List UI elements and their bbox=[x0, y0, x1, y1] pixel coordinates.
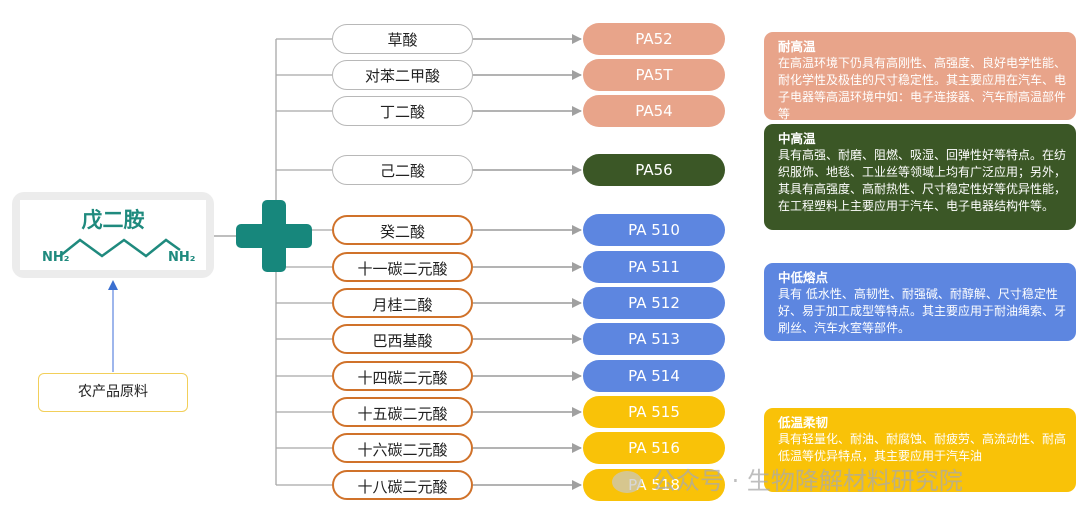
nh2-right-label: NH₂ bbox=[168, 250, 196, 265]
acid-node: 巴西基酸 bbox=[332, 324, 473, 354]
desc-body: 在高温环境下仍具有高刚性、高强度、良好电学性能、耐化学性及极佳的尺寸稳定性。其主… bbox=[778, 56, 1067, 121]
polyamide-node: PA56 bbox=[583, 154, 725, 186]
desc-high-temp: 耐高温 在高温环境下仍具有高刚性、高强度、良好电学性能、耐化学性及极佳的尺寸稳定… bbox=[764, 32, 1076, 121]
watermark: 公众号 · 生物降解材料研究院 bbox=[612, 461, 963, 496]
cadaverine-node-inner: 戊二胺 NH₂ NH₂ bbox=[20, 200, 206, 270]
polyamide-node: PA5T bbox=[583, 59, 725, 91]
acid-node: 草酸 bbox=[332, 24, 473, 54]
desc-low-temp-flexible: 低温柔韧 具有轻量化、耐油、耐腐蚀、耐疲劳、高流动性、耐高低温等优异特点，其主要… bbox=[764, 408, 1076, 492]
polyamide-node: PA 511 bbox=[583, 251, 725, 283]
desc-mid-high-temp: 中高温 具有高强、耐磨、阻燃、吸湿、回弹性好等特点。在纺织服饰、地毯、工业丝等领… bbox=[764, 124, 1076, 230]
desc-title: 中低熔点 bbox=[778, 270, 829, 285]
desc-body: 具有高强、耐磨、阻燃、吸湿、回弹性好等特点。在纺织服饰、地毯、工业丝等领域上均有… bbox=[778, 148, 1067, 213]
polyamide-node: PA54 bbox=[583, 95, 725, 127]
acid-node: 十五碳二元酸 bbox=[332, 397, 473, 427]
desc-title: 耐高温 bbox=[778, 39, 816, 54]
acid-node: 十四碳二元酸 bbox=[332, 361, 473, 391]
desc-title: 低温柔韧 bbox=[778, 415, 829, 430]
acid-node: 十一碳二元酸 bbox=[332, 252, 473, 282]
cadaverine-structure bbox=[59, 238, 181, 258]
polyamide-node: PA 513 bbox=[583, 323, 725, 355]
watermark-text: 公众号 · 生物降解材料研究院 bbox=[652, 467, 963, 495]
cadaverine-title: 戊二胺 bbox=[81, 208, 145, 232]
cadaverine-node: 戊二胺 NH₂ NH₂ bbox=[12, 192, 214, 278]
acid-node: 十六碳二元酸 bbox=[332, 433, 473, 463]
polyamide-node: PA 512 bbox=[583, 287, 725, 319]
polyamide-node: PA 515 bbox=[583, 396, 725, 428]
desc-body: 具有 低水性、高韧性、耐强碱、耐醇解、尺寸稳定性好、易于加工成型等特点。其主要应… bbox=[778, 287, 1067, 335]
polyamide-node: PA 518 bbox=[583, 469, 725, 501]
plus-icon bbox=[236, 200, 312, 272]
acid-node: 癸二酸 bbox=[332, 215, 473, 245]
acid-node: 己二酸 bbox=[332, 155, 473, 185]
nh2-left-label: NH₂ bbox=[42, 250, 70, 265]
acid-node: 对苯二甲酸 bbox=[332, 60, 473, 90]
polyamide-node: PA 516 bbox=[583, 432, 725, 464]
polyamide-node: PA 514 bbox=[583, 360, 725, 392]
acid-node: 丁二酸 bbox=[332, 96, 473, 126]
desc-mid-low-melting: 中低熔点 具有 低水性、高韧性、耐强碱、耐醇解、尺寸稳定性好、易于加工成型等特点… bbox=[764, 263, 1076, 341]
polyamide-node: PA52 bbox=[583, 23, 725, 55]
agricultural-raw-material-box: 农产品原料 bbox=[38, 373, 188, 412]
desc-body: 具有轻量化、耐油、耐腐蚀、耐疲劳、高流动性、耐高低温等优异特点，其主要应用于汽车… bbox=[778, 432, 1067, 463]
desc-title: 中高温 bbox=[778, 131, 816, 146]
acid-node: 月桂二酸 bbox=[332, 288, 473, 318]
acid-node: 十八碳二元酸 bbox=[332, 470, 473, 500]
wechat-icon bbox=[612, 471, 642, 493]
polyamide-node: PA 510 bbox=[583, 214, 725, 246]
